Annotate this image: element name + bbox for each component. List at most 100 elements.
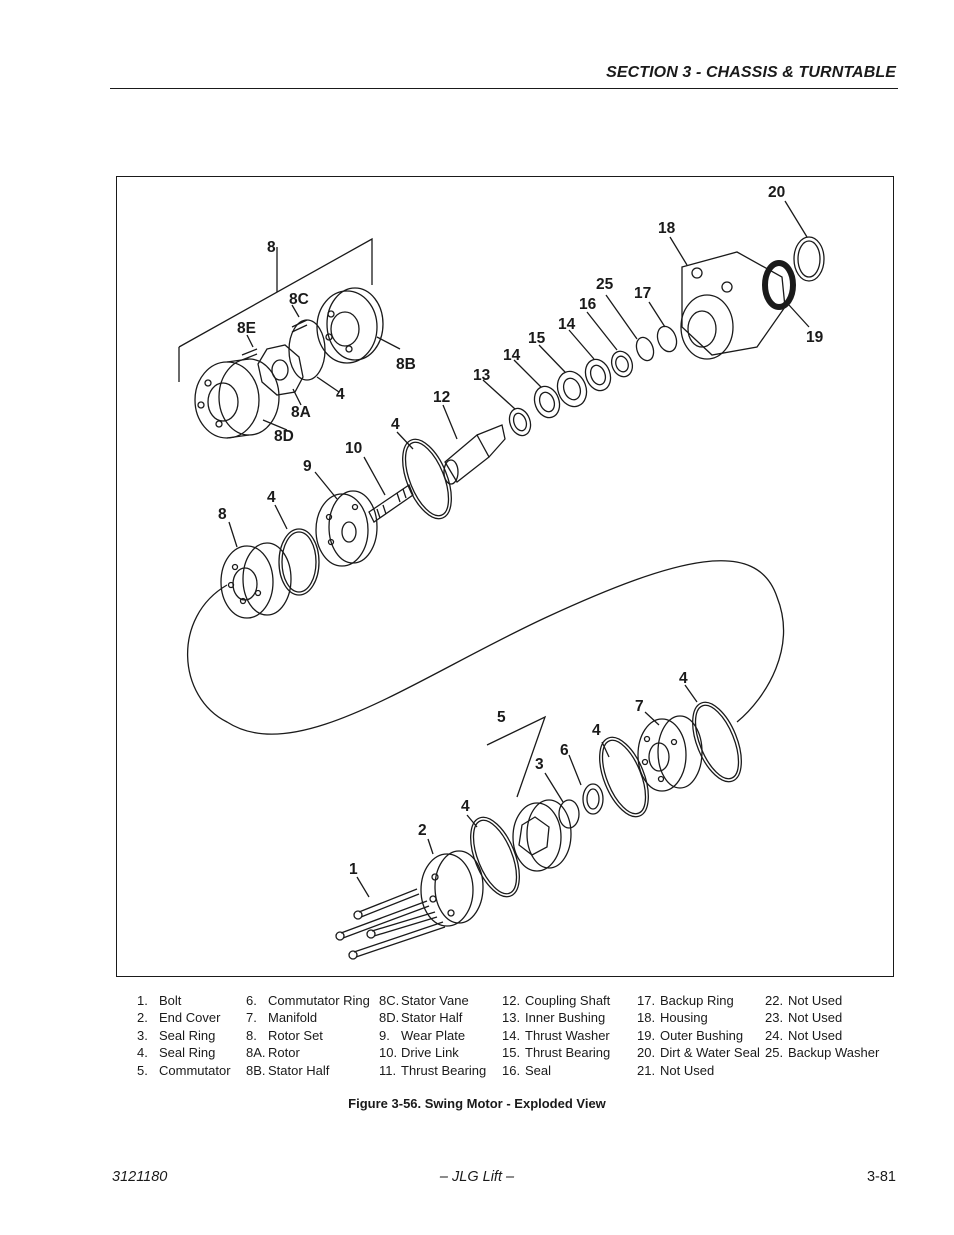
legend-item-number: 13. — [502, 1010, 521, 1026]
legend-item: 8B.Stator Half — [246, 1062, 370, 1079]
dirt-water-seal-20 — [793, 236, 825, 282]
seal-ring-4-lower-right — [692, 701, 742, 783]
legend-item-number: 8. — [246, 1027, 257, 1043]
callout-1: 1 — [349, 861, 358, 878]
legend-item-label: Drive Link — [401, 1045, 459, 1061]
seal-ring-4-commutator — [470, 816, 520, 898]
outer-bushing-19 — [762, 260, 796, 310]
housing-18 — [680, 251, 786, 360]
seal-ring-3 — [558, 799, 580, 829]
seal-ring-4-lower — [599, 736, 649, 818]
legend-item: 13.Inner Bushing — [502, 1009, 610, 1026]
legend-item-number: 15. — [502, 1045, 521, 1061]
legend-item-number: 8C. — [379, 993, 400, 1008]
legend-item-number: 7. — [246, 1010, 257, 1026]
coupling-shaft-12 — [443, 424, 506, 485]
legend-item-label: Seal — [525, 1062, 552, 1078]
header-rule — [110, 88, 898, 89]
legend-item-label: Stator Half — [268, 1062, 330, 1078]
callout-4-rotor: 4 — [336, 386, 345, 403]
figure-caption: Figure 3-56. Swing Motor - Exploded View — [348, 1096, 606, 1111]
legend-item-label: Rotor — [268, 1045, 300, 1061]
section-title: SECTION 3 - CHASSIS & TURNTABLE — [606, 64, 896, 81]
legend-item-number: 8B. — [246, 1062, 266, 1078]
callout-19: 19 — [806, 329, 824, 346]
legend-item: 8.Rotor Set — [246, 1027, 370, 1044]
commutator-5 — [512, 799, 572, 872]
callout-2: 2 — [418, 822, 427, 839]
legend-item: 11.Thrust Bearing — [379, 1062, 486, 1079]
callout-17: 17 — [634, 285, 651, 302]
legend-item: 10.Drive Link — [379, 1044, 486, 1061]
legend-item-label: Not Used — [788, 993, 843, 1008]
stator-half-8d — [194, 358, 280, 439]
callout-20: 20 — [768, 184, 785, 201]
legend-item-number: 18. — [637, 1010, 656, 1026]
legend-item-number: 9. — [379, 1027, 390, 1043]
callout-12: 12 — [433, 389, 450, 406]
legend-item-number: 16. — [502, 1062, 521, 1078]
seal-16 — [610, 350, 634, 378]
callout-6: 6 — [560, 742, 569, 759]
callout-14-b: 14 — [503, 347, 521, 364]
callout-7: 7 — [635, 698, 644, 715]
legend-item: 4.Seal Ring — [137, 1044, 231, 1061]
legend-item-label: Thrust Washer — [525, 1027, 610, 1043]
legend-item: 23.Not Used — [765, 1009, 879, 1026]
stator-vane-8c — [291, 319, 308, 328]
legend-item-label: Coupling Shaft — [525, 993, 611, 1008]
seal-ring-4 — [278, 528, 320, 596]
legend-item-number: 3. — [137, 1027, 148, 1043]
company-name: – JLG Lift – — [439, 1169, 515, 1185]
callout-14-a: 14 — [558, 316, 576, 333]
legend-item: 17.Backup Ring — [637, 992, 760, 1009]
legend-item: 8D.Stator Half — [379, 1009, 486, 1026]
wear-plate-9 — [315, 490, 378, 567]
backup-ring-17 — [656, 325, 678, 353]
legend-item-label: Wear Plate — [401, 1027, 466, 1043]
legend-item: 22.Not Used — [765, 992, 879, 1009]
callout-8-top: 8 — [267, 239, 276, 256]
legend-item-number: 21. — [637, 1062, 656, 1078]
callout-4-commutator: 4 — [461, 798, 470, 815]
inner-bushing-13 — [508, 407, 532, 437]
legend-item-number: 11. — [379, 1062, 397, 1078]
callout-8a: 8A — [291, 404, 311, 421]
stator-half-8b — [316, 287, 384, 364]
legend-item-number: 25. — [765, 1045, 784, 1061]
doc-number: 3121180 — [112, 1169, 168, 1185]
legend-item-number: 5. — [137, 1062, 148, 1078]
legend-item: 19.Outer Bushing — [637, 1027, 760, 1044]
legend-item-number: 1. — [137, 993, 148, 1008]
legend-item-label: Housing — [660, 1010, 708, 1026]
legend-item-label: Commutator Ring — [268, 993, 370, 1008]
callout-13: 13 — [473, 367, 491, 384]
legend-item-number: 6. — [246, 993, 257, 1008]
legend-item-number: 23. — [765, 1010, 784, 1026]
legend-item-label: Outer Bushing — [660, 1027, 744, 1043]
callout-18: 18 — [658, 220, 676, 237]
legend-item: 5.Commutator — [137, 1062, 231, 1079]
legend-item-label: Manifold — [268, 1010, 318, 1026]
legend-item: 21.Not Used — [637, 1062, 760, 1079]
end-cover-2 — [420, 850, 484, 927]
callout-8-mid: 8 — [218, 506, 227, 523]
rotor-set-bracket — [178, 237, 373, 348]
legend-item-label: Inner Bushing — [525, 1010, 606, 1026]
legend-item: 20.Dirt & Water Seal — [637, 1044, 760, 1061]
bolts-1 — [335, 888, 446, 960]
legend-item-label: End Cover — [159, 1010, 221, 1026]
callout-9: 9 — [303, 458, 312, 475]
callout-8b: 8B — [396, 356, 416, 373]
callout-5: 5 — [497, 709, 506, 726]
legend-item-number: 8D. — [379, 1010, 400, 1026]
legend-item: 1.Bolt — [137, 992, 231, 1009]
legend-item: 12.Coupling Shaft — [502, 992, 610, 1009]
thrust-washer-14 — [533, 385, 561, 419]
manifold-7 — [637, 715, 703, 792]
callout-15: 15 — [528, 330, 546, 347]
legend-item: 7. Manifold — [246, 1009, 370, 1026]
